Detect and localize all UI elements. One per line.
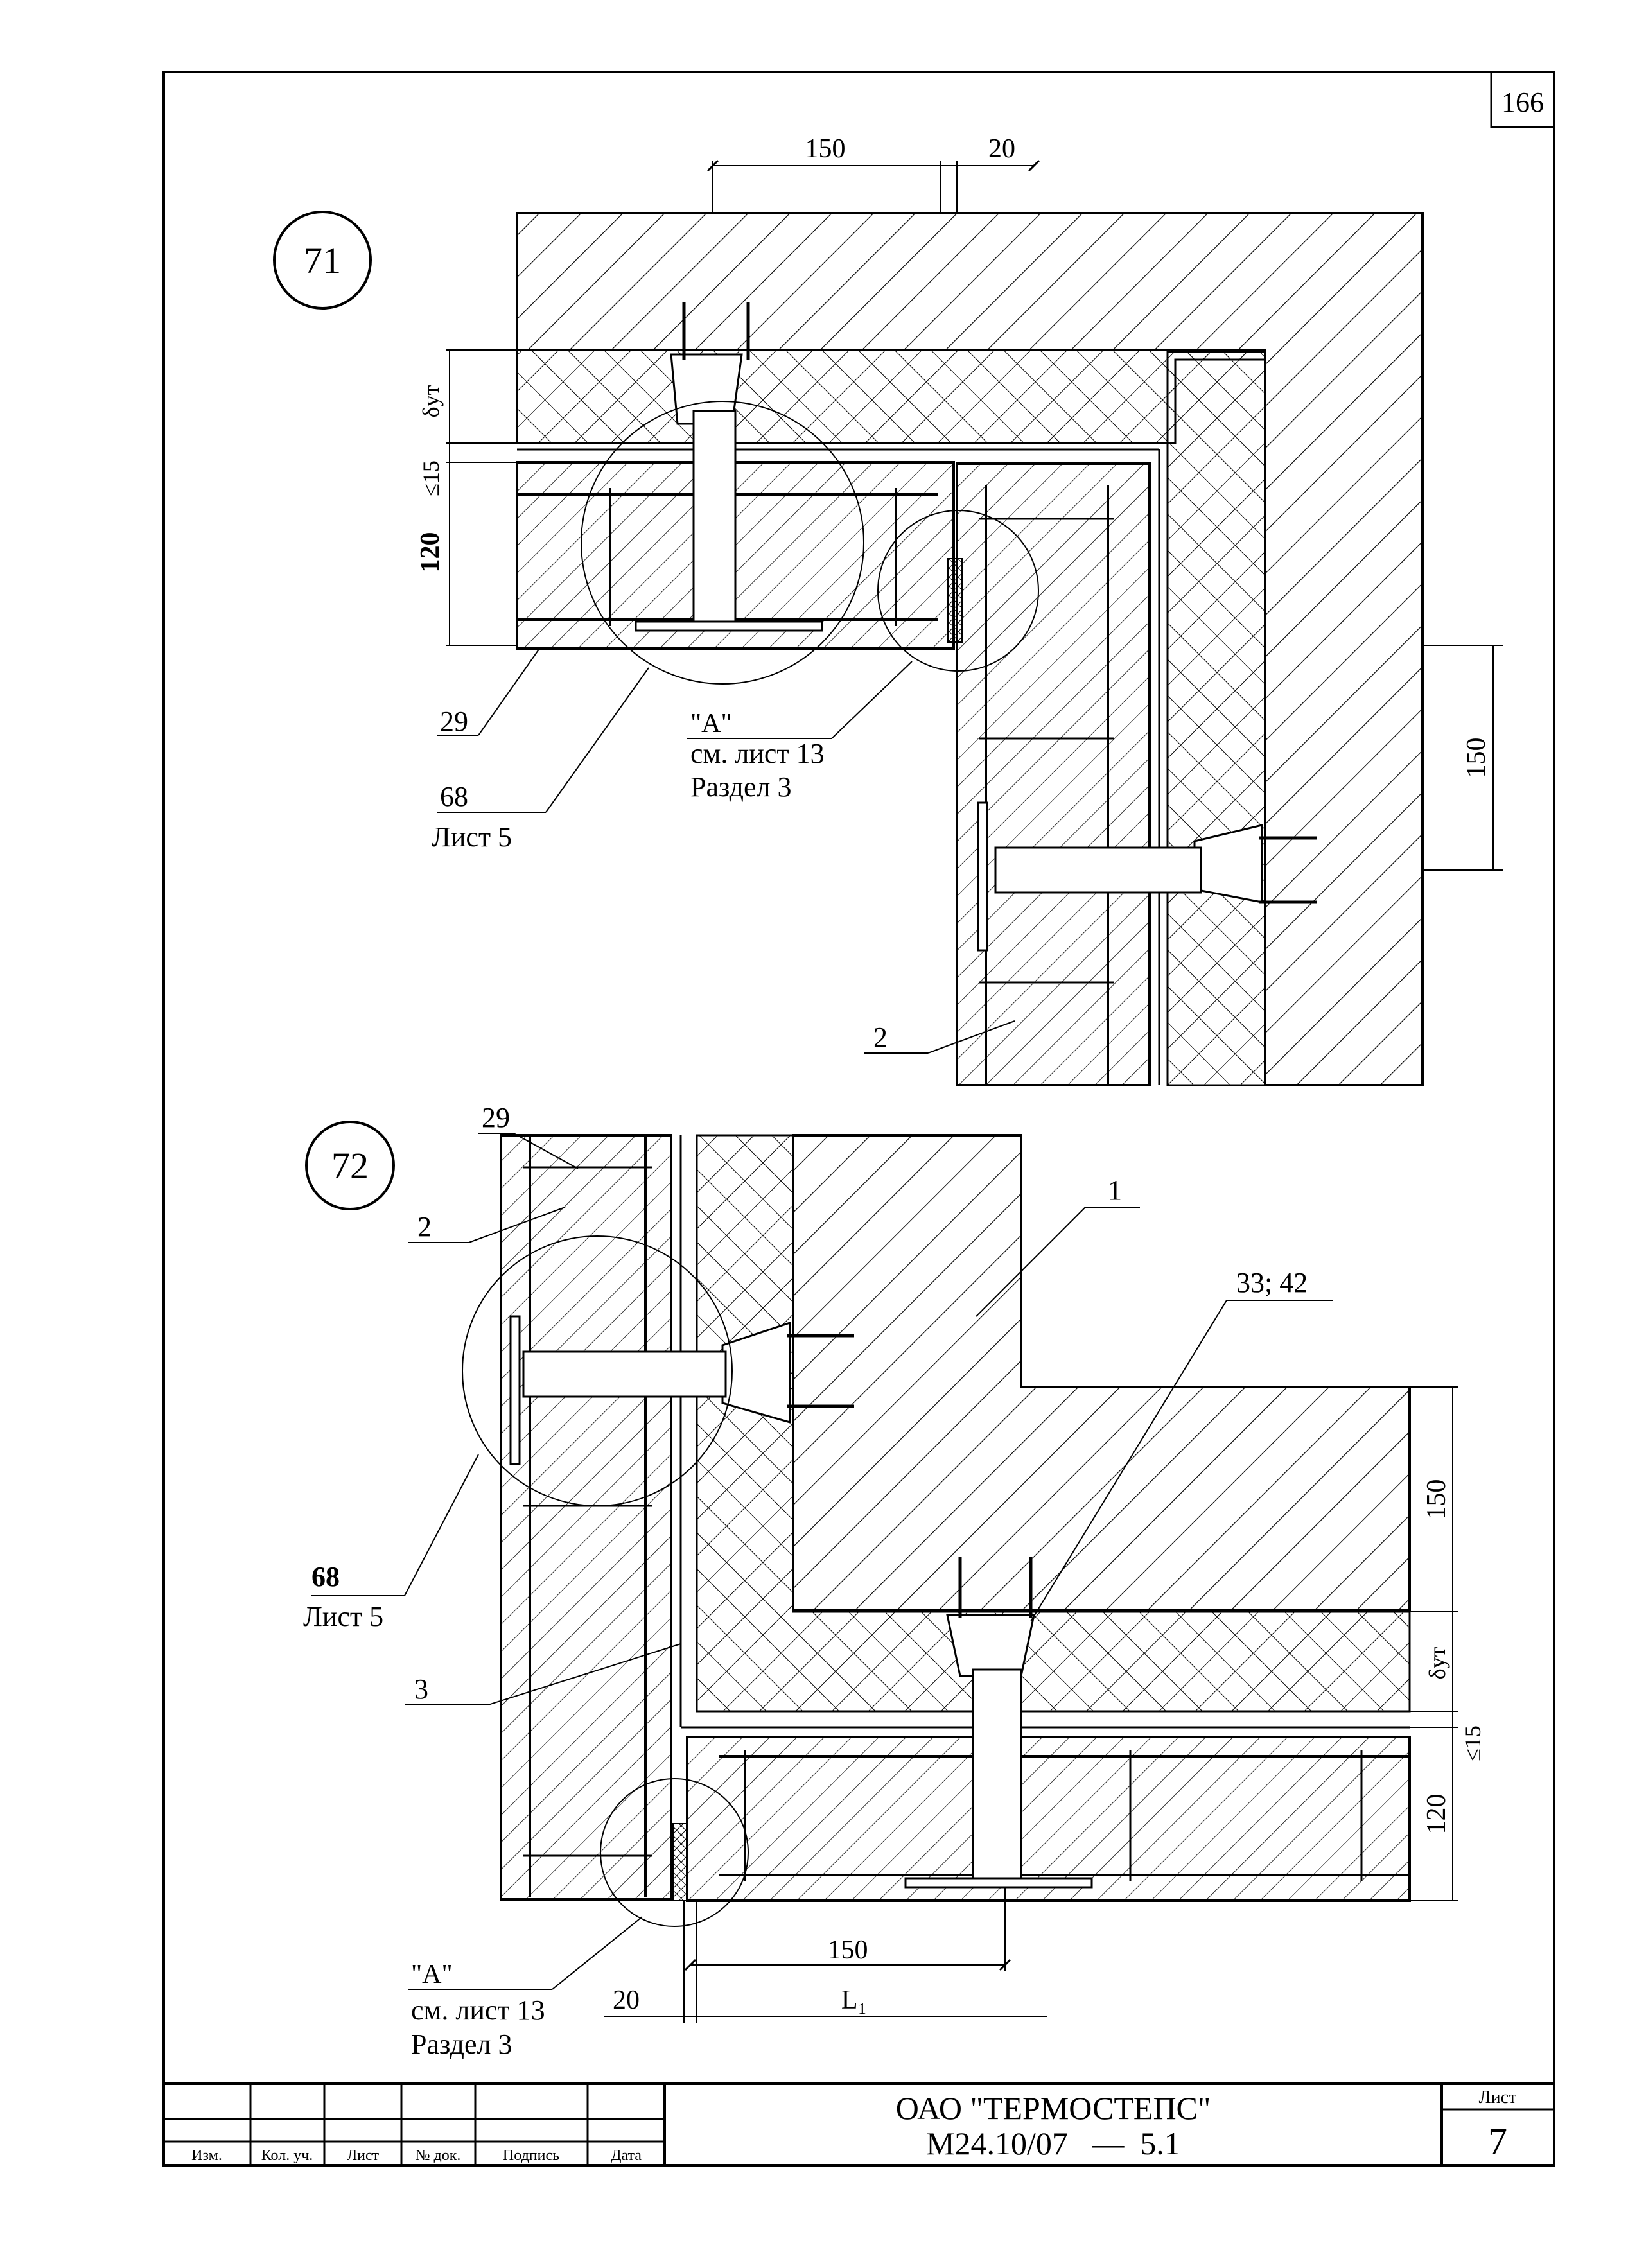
dim-72-120: 120 — [1422, 1794, 1451, 1835]
organization-name: ОАО "ТЕРМОСТЕПС" — [896, 2090, 1211, 2126]
dim-71-top-150: 150 — [805, 134, 846, 164]
detail-71: 71 — [273, 134, 1503, 1086]
detail-72: 72 — [303, 1102, 1485, 2060]
dim-71-right-150: 150 — [1462, 738, 1491, 778]
sheet-number-top: 166 — [1501, 87, 1544, 118]
title-col-list: Лист — [347, 2147, 380, 2164]
insulation-horizontal — [516, 349, 1266, 444]
facing-slab-horizontal-72 — [686, 1736, 1411, 1902]
leader-71-sheet5: Лист 5 — [432, 821, 512, 853]
document-code: М24.10/07 — 5.1 — [926, 2125, 1180, 2161]
leader-72-68: 68 — [311, 1561, 340, 1592]
insulation-vertical — [1166, 351, 1266, 1086]
detail-72-label: 72 — [331, 1145, 369, 1187]
callout-71-sheet13: см. лист 13 — [690, 738, 825, 769]
sheet-label: Лист — [1479, 2088, 1517, 2107]
leader-72-2: 2 — [417, 1211, 432, 1243]
sheet-value: 7 — [1488, 2120, 1507, 2163]
detail-72-marker — [305, 1121, 395, 1210]
dim-71-120: 120 — [416, 532, 445, 573]
dim-71-delta-ut: δут — [418, 385, 444, 417]
leader-72-33-42: 33; 42 — [1236, 1267, 1308, 1298]
title-col-izm: Изм. — [191, 2147, 222, 2164]
dim-72-L1: L₁ — [841, 1985, 867, 2015]
detail-71-marker — [273, 211, 372, 310]
leader-72-1: 1 — [1108, 1174, 1122, 1206]
callout-72-sheet13: см. лист 13 — [411, 1994, 545, 2026]
leader-71-2: 2 — [873, 1022, 888, 1053]
sheet-number-box — [1490, 71, 1555, 128]
title-col-date: Дата — [611, 2147, 642, 2164]
dim-72-right-150: 150 — [1422, 1479, 1451, 1520]
callout-71-A: "А" — [690, 709, 732, 738]
leader-71-68: 68 — [440, 781, 468, 812]
callout-72-section3: Раздел 3 — [411, 2028, 512, 2060]
callout-71-section3: Раздел 3 — [690, 771, 791, 803]
leader-72-sheet5: Лист 5 — [303, 1601, 383, 1632]
title-col-signature: Подпись — [503, 2147, 559, 2164]
leader-72-3: 3 — [414, 1673, 428, 1705]
leader-71-29: 29 — [440, 706, 468, 737]
dim-72-le15: ≤15 — [1460, 1725, 1485, 1761]
callout-72-A: "А" — [411, 1960, 453, 1989]
leader-72-29: 29 — [482, 1102, 510, 1133]
title-col-doc-no: № док. — [416, 2147, 461, 2164]
dim-71-top-20: 20 — [988, 134, 1015, 164]
sealant-joint — [947, 558, 963, 643]
dim-72-bottom-150: 150 — [828, 1935, 868, 1965]
sealant-joint-72 — [672, 1823, 688, 1901]
dim-72-delta-ut: δут — [1424, 1646, 1450, 1679]
detail-71-label: 71 — [304, 240, 341, 281]
title-col-kol-uch: Кол. уч. — [261, 2147, 313, 2164]
dim-72-20: 20 — [613, 1985, 640, 2015]
title-block: Изм. Кол. уч. Лист № док. Подпись Дата О… — [164, 2082, 1554, 2165]
dim-71-le15: ≤15 — [418, 460, 444, 496]
sheet-frame — [162, 71, 1555, 2167]
